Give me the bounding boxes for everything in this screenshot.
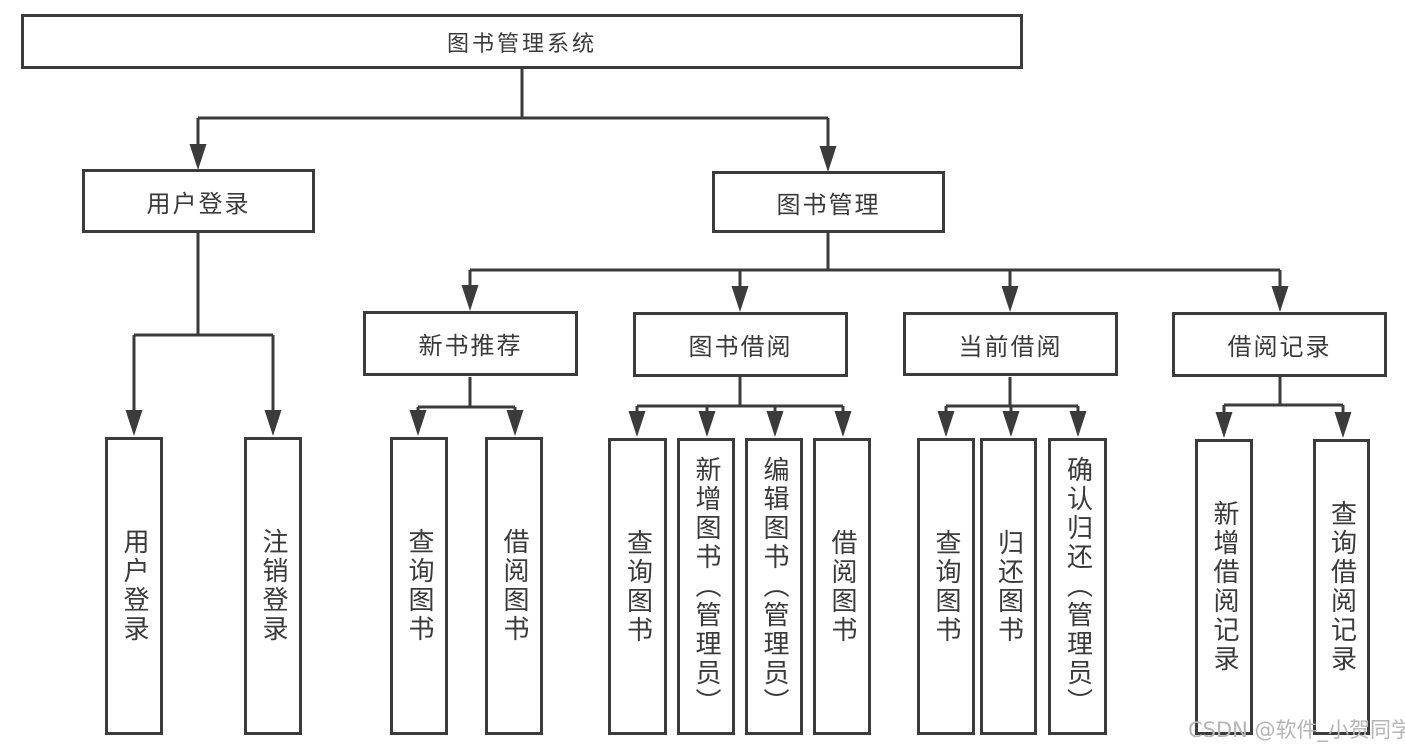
arrowheads xyxy=(125,144,1352,438)
node-current-borrow: 当前借阅 xyxy=(903,312,1118,376)
node-book-management: 图书管理 xyxy=(712,171,945,233)
node-system-root: 图书管理系统 xyxy=(21,14,1023,69)
leaf-confirm-return-admin: 确认归还（管理员） xyxy=(1048,438,1107,735)
leaf-query-borrow-record: 查询借阅记录 xyxy=(1313,439,1370,735)
leaf-query-books-borrow: 查询图书 xyxy=(608,438,667,735)
leaf-query-books-recommend: 查询图书 xyxy=(390,437,448,735)
leaf-add-borrow-record: 新增借阅记录 xyxy=(1195,439,1253,735)
leaf-logout: 注销登录 xyxy=(244,437,302,735)
watermark: CSDN @软件_小贺同学 xyxy=(1188,718,1405,742)
leaf-edit-books-admin: 编辑图书（管理员） xyxy=(745,438,803,735)
leaf-add-books-admin: 新增图书（管理员） xyxy=(677,438,735,735)
node-borrow-records: 借阅记录 xyxy=(1172,312,1387,377)
leaf-return-books: 归还图书 xyxy=(980,438,1037,735)
node-user-login: 用户登录 xyxy=(82,169,315,233)
node-new-book-recommend: 新书推荐 xyxy=(363,311,578,376)
node-book-borrow: 图书借阅 xyxy=(633,312,848,377)
leaf-borrow-books: 借阅图书 xyxy=(813,438,871,735)
leaf-query-books-current: 查询图书 xyxy=(917,438,975,735)
leaf-borrow-books-recommend: 借阅图书 xyxy=(485,437,543,735)
leaf-user-login: 用户登录 xyxy=(105,437,163,735)
